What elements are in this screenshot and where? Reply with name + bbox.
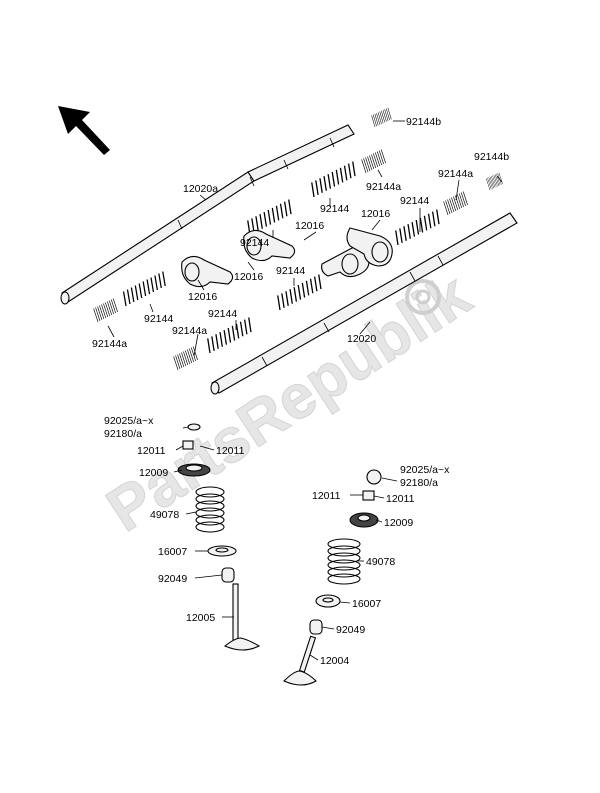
label-12016-mid: 12016 [295,220,324,232]
label-12011-left-1: 12011 [137,445,166,457]
rocker-arm-12016-1 [181,255,234,288]
spring-92144-upper-2 [242,198,296,236]
cotter-12011-left [182,440,194,450]
label-92144-upper: 92144 [320,203,349,215]
right-valve-assembly [283,469,382,686]
label-92144-mid: 92144 [240,237,269,249]
valve-head-12004 [283,670,317,686]
spring-92144-left [118,270,170,307]
valve-spring-49078-left [195,486,225,533]
label-12011-right-2: 12011 [386,493,415,505]
label-12009-left: 12009 [139,467,168,479]
label-92144b-top: 92144b [406,116,441,128]
spring-92144a-left [90,297,121,323]
seal-92049-right [309,619,323,635]
cotter-12011-right [362,490,375,501]
label-92025-left: 92025/a~x [104,415,154,427]
label-92144a-left: 92144a [92,338,127,350]
label-12016-center: 12016 [234,271,263,283]
valve-spring-49078-right [327,538,361,585]
collet-92025-right [366,469,382,485]
label-92144-right: 92144 [400,195,429,207]
rocker-arm-12016-2 [243,229,296,262]
spring-92144a-right [440,190,471,216]
label-92144a-upper: 92144a [366,181,401,193]
label-12020a: 12020a [183,183,218,195]
rocker-arm-12016-3 [321,246,370,278]
label-92144-center: 92144 [276,265,305,277]
left-valve-assembly [177,423,261,651]
spring-92144b-top [369,107,394,128]
rocker-shaft-12020 [210,212,518,395]
label-16007-right: 16007 [352,598,381,610]
rocker-shaft-12020a [60,124,355,305]
label-92180-right: 92180/a [400,477,438,489]
label-12004: 12004 [320,655,349,667]
label-92049-left: 92049 [158,573,187,585]
label-12016-left: 12016 [188,291,217,303]
label-12011-right-1: 12011 [312,490,341,502]
valve-head-12005 [223,637,261,651]
label-49078-left: 49078 [150,509,179,521]
spring-92144a-upper [358,148,389,174]
label-92144a-right: 92144a [438,168,473,180]
label-92049-right: 92049 [336,624,365,636]
spring-92144-right [390,208,444,246]
leader-lines [107,120,503,661]
label-16007-left: 16007 [158,546,187,558]
label-12020: 12020 [347,333,376,345]
spring-92144-lower [202,316,256,354]
label-92144b-right: 92144b [474,151,509,163]
label-92144a-lower: 92144a [172,325,207,337]
valve-stem-12004 [298,635,317,673]
label-12005: 12005 [186,612,215,624]
watermark-gear-icon [405,279,441,315]
spring-92144-center [272,273,326,311]
valve-stem-12005 [232,583,239,643]
label-92144-left: 92144 [144,313,173,325]
seal-92049-left [221,567,235,583]
label-92025-right: 92025/a~x [400,464,450,476]
label-12009-right: 12009 [384,517,413,529]
label-92144-lower: 92144 [208,308,237,320]
spring-92144-upper-1 [306,160,360,198]
label-92180-left: 92180/a [104,428,142,440]
label-12011-left-2: 12011 [216,445,245,457]
label-49078-right: 49078 [366,556,395,568]
rocker-arm-12016-4 [346,227,393,267]
front-arrow-icon [58,106,110,155]
part-labels: 92144b 92144b 12020a 92144a 92144a 92144… [92,116,509,667]
collet-92025-left [187,423,201,431]
label-12016-right: 12016 [361,208,390,220]
